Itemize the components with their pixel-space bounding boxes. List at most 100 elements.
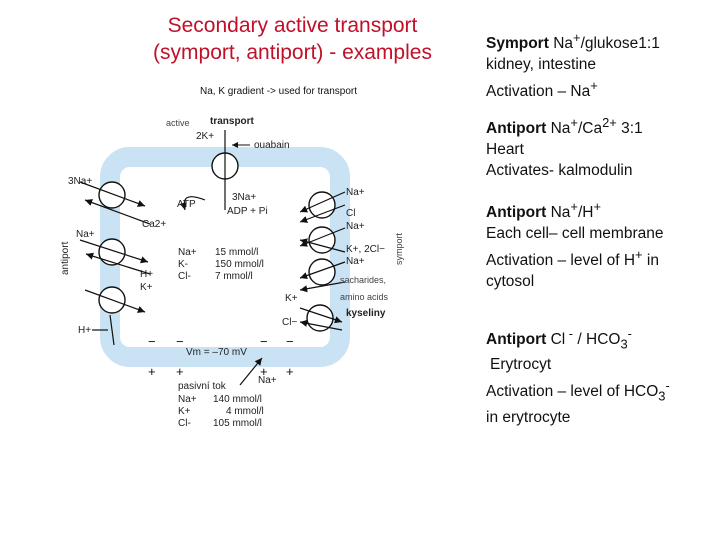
page-title: Secondary active transport (symport, ant… [140, 12, 445, 66]
inside-ion-0: Na+ [178, 247, 197, 258]
antiport-h-block: Antiport Na+/H+ Each cell– cell membrane… [486, 196, 716, 292]
ion2-sub: 3 [620, 336, 628, 352]
ion2: /Ca [577, 120, 603, 138]
location: kidney, intestine [486, 56, 596, 74]
ion: Na [550, 120, 571, 138]
inside-concentrations: Na+ 15 mmol/l K- 150 mmol/l Cl- 7 mmol/l [178, 247, 264, 282]
transport-label: transport [210, 116, 255, 127]
adp-label: ADP + Pi [227, 206, 268, 217]
ion: Na [550, 204, 571, 222]
antiporter-cl-acid [299, 304, 343, 332]
outside-conc-2: 105 mmol/l [213, 418, 262, 429]
location: Erytrocyt [490, 356, 552, 374]
ion: Na [553, 35, 574, 53]
sym-na2-label: Na+ [346, 221, 365, 232]
activation-tail: in [642, 252, 659, 270]
title-line-2: (symport, antiport) - examples [153, 41, 432, 64]
k-right-label: K+ [285, 293, 298, 304]
na-passive-label: Na+ [258, 375, 277, 386]
outside-conc-0: 140 mmol/l [213, 394, 262, 405]
ratio: 3:1 [616, 120, 643, 138]
activation-location: in erytrocyte [486, 408, 571, 426]
inside-ion-1: K- [178, 259, 188, 270]
ion-charge: + [573, 30, 581, 45]
na3-pump-label: 3Na+ [232, 192, 256, 203]
amino-acids-label: amino acids [340, 292, 389, 302]
svg-text:+: + [148, 364, 156, 379]
svg-text:+: + [260, 364, 268, 379]
antiport-ca-block: Antiport Na+/Ca2+ 3:1 Heart Activates- k… [486, 112, 716, 181]
location: Each cell– cell membrane [486, 225, 664, 243]
sym-k2cl-label: K+, 2Cl− [346, 244, 385, 255]
sym-cl-label: Cl [346, 208, 355, 219]
block-name: Antiport [486, 120, 547, 138]
ca-label: Ca2+ [142, 219, 166, 230]
h-left-label: H+ [140, 269, 153, 280]
ouabain-label: ouabain [254, 140, 290, 151]
ion2-charge: - [627, 326, 632, 341]
na-in-label: Na+ [76, 229, 95, 240]
k2-label: 2K+ [196, 131, 214, 142]
activation-location: cytosol [486, 273, 535, 291]
atp-label: ATP [177, 199, 196, 210]
outside-ion-0: Na+ [178, 394, 197, 405]
ion-charge: + [570, 115, 578, 130]
cl-right-label: Cl− [282, 317, 297, 328]
outside-ion-2: Cl- [178, 418, 191, 429]
activation-charge: + [590, 78, 598, 94]
svg-text:−: − [260, 334, 268, 349]
active-label: active [166, 118, 190, 128]
activation-charge: - [665, 378, 670, 394]
saccharides-label: sacharides, [340, 275, 386, 285]
activation: Activation – level of H [486, 252, 636, 270]
inside-conc-1: 150 mmol/l [215, 259, 264, 270]
activation: Activates- kalmodulin [486, 162, 633, 180]
kyseliny-label: kyseliny [346, 308, 386, 319]
antiporter-h [79, 238, 151, 275]
h-bottom-label: H+ [78, 325, 91, 336]
ratio: /glukose1:1 [580, 35, 660, 53]
activation-charge: + [635, 247, 643, 263]
ion-charge: + [570, 199, 578, 214]
ion2-charge: 2+ [602, 115, 617, 130]
svg-text:+: + [176, 364, 184, 379]
ion: Cl [550, 331, 566, 349]
svg-text:−: − [176, 334, 184, 349]
block-name: Antiport [486, 204, 547, 222]
svg-text:−: − [286, 334, 294, 349]
antiporter-k [84, 286, 146, 314]
gradient-note: Na, K gradient -> used for transport [200, 86, 358, 97]
symporter-na-cl [299, 191, 346, 223]
symport-glucose-block: Symport Na+/glukose1:1 kidney, intestine… [486, 27, 716, 102]
inside-conc-2: 7 mmol/l [215, 271, 253, 282]
outside-conc-1: 4 mmol/l [226, 406, 264, 417]
location: Heart [486, 141, 524, 159]
charge-signs: −−−− ++++ [148, 334, 294, 379]
outside-ion-1: K+ [178, 406, 191, 417]
sym-na-label: Na+ [346, 187, 365, 198]
activation: Activation – level of HCO [486, 383, 659, 401]
h-bottom-membrane [109, 314, 115, 346]
ion2: /H [577, 204, 594, 222]
outside-concentrations: Na+ 140 mmol/l K+ 4 mmol/l Cl- 105 mmol/… [178, 394, 264, 429]
ion2: / HCO [573, 331, 621, 349]
ion-charge: - [565, 326, 574, 341]
symporter-nkcc [299, 226, 346, 254]
k-left-label: K+ [140, 282, 153, 293]
activation: Activation – Na [486, 83, 591, 101]
na3-out-label: 3Na+ [68, 176, 92, 187]
svg-text:−: − [148, 334, 156, 349]
atp-arrow [179, 196, 206, 211]
inside-conc-0: 15 mmol/l [215, 247, 258, 258]
vm-label: Vm = –70 mV [186, 347, 247, 358]
antiport-vertical-label: antiport [60, 241, 71, 275]
inside-ion-2: Cl- [178, 271, 191, 282]
sym-na3-label: Na+ [346, 256, 365, 267]
symporter-na-sugar [299, 258, 346, 293]
ion2-charge: + [593, 199, 601, 214]
symport-vertical-label: symport [394, 232, 404, 265]
passive-flow-arrow [239, 357, 263, 386]
block-name: Antiport [486, 331, 547, 349]
antiport-cl-block: Antiport Cl - / HCO3- Erytrocyt Activati… [486, 323, 716, 428]
